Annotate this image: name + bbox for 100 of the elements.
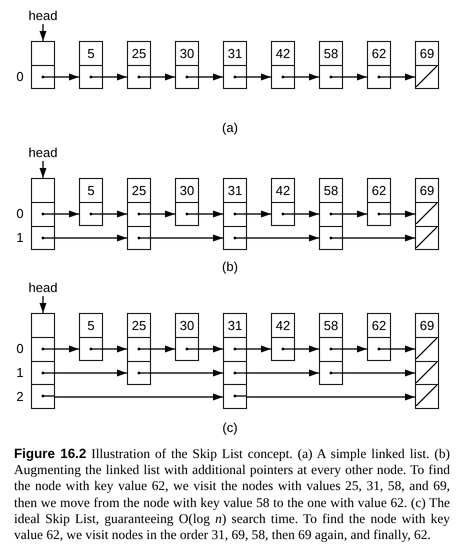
key-value: 62 — [372, 182, 386, 200]
level-number: 0 — [16, 69, 24, 85]
key-value: 69 — [420, 182, 434, 200]
level-number: 0 — [16, 341, 24, 357]
arrow — [343, 370, 415, 376]
arrow — [55, 234, 127, 242]
key-value: 5 — [87, 44, 95, 63]
skip-list-node — [367, 313, 391, 361]
skip-list-node — [127, 178, 151, 250]
level-number: 0 — [16, 206, 24, 222]
panel-label: (c) — [222, 420, 238, 436]
arrow — [103, 210, 127, 218]
key-value: 42 — [276, 44, 290, 63]
key-value: 25 — [132, 44, 146, 63]
arrow — [391, 210, 415, 218]
key-value: 62 — [372, 44, 386, 63]
skip-list-node — [79, 178, 103, 226]
key-value: 5 — [87, 182, 95, 200]
skip-list-node — [31, 41, 55, 89]
key-value: 62 — [372, 316, 386, 335]
skip-list-node — [79, 41, 103, 89]
skip-list-node — [175, 313, 199, 361]
skip-list-node — [31, 178, 55, 250]
pointer-name: head — [25, 8, 61, 24]
skip-list-node — [271, 41, 295, 89]
arrow — [199, 346, 223, 352]
arrow — [103, 74, 127, 80]
arrow — [343, 74, 367, 80]
skip-list-node — [223, 313, 247, 409]
arrow — [151, 234, 223, 242]
arrow — [343, 210, 367, 218]
panel-label: (b) — [222, 259, 238, 275]
arrow — [199, 210, 223, 218]
skip-list-node — [319, 313, 343, 385]
skip-list-node — [367, 41, 391, 89]
skip-list-node — [223, 178, 247, 250]
arrow — [55, 74, 79, 80]
figure-caption: Figure 16.2 Illustration of the Skip List concept. (a) A simple linked list. (b) Augmenting the linked list with additional pointers at every other node. To find the node with key value 62, we visit the nodes with values 25, 31, 58, and 69, then we move from the node with key value 58 to the one with value 62. (c) The ideal Skip List, guaranteeing O(log n) search time. To find the node with key value 62, we visit nodes in the order 31, 69, 58, then 69 again, and finally, 62. — [14, 446, 450, 544]
skip-list-node — [415, 178, 439, 250]
skip-list-node — [367, 178, 391, 226]
level-number: 1 — [16, 230, 24, 246]
skip-list-node — [319, 41, 343, 89]
arrow — [55, 346, 79, 352]
key-value: 5 — [87, 316, 95, 335]
key-value: 30 — [180, 182, 194, 200]
skip-list-node — [415, 41, 439, 89]
pointer-name: head — [25, 280, 61, 296]
skip-list-node — [127, 313, 151, 385]
arrow — [295, 346, 319, 352]
skip-list-node — [175, 178, 199, 226]
key-value: 31 — [228, 316, 242, 335]
arrow — [40, 161, 46, 178]
arrow — [343, 346, 367, 352]
key-value: 25 — [132, 316, 146, 335]
key-value: 58 — [324, 182, 338, 200]
arrow — [55, 370, 127, 376]
arrow — [199, 74, 223, 80]
key-value: 25 — [132, 182, 146, 200]
arrow — [247, 234, 319, 242]
arrow — [151, 370, 223, 376]
skip-list-node — [31, 313, 55, 409]
arrow — [391, 74, 415, 80]
arrow — [295, 74, 319, 80]
key-value: 58 — [324, 44, 338, 63]
arrow — [247, 210, 271, 218]
arrow — [151, 210, 175, 218]
arrow — [343, 234, 415, 242]
skip-list-node — [271, 178, 295, 226]
key-value: 31 — [228, 44, 242, 63]
arrow — [40, 24, 46, 41]
key-value: 30 — [180, 316, 194, 335]
arrow — [55, 210, 79, 218]
arrow — [103, 346, 127, 352]
arrow — [151, 346, 175, 352]
key-value: 58 — [324, 316, 338, 335]
arrow — [247, 74, 271, 80]
skip-list-node — [79, 313, 103, 361]
arrow — [247, 394, 415, 400]
skip-list-node — [319, 178, 343, 250]
arrow — [151, 74, 175, 80]
skip-list-node — [415, 313, 439, 409]
panel-label: (a) — [222, 120, 238, 136]
skip-list-node — [127, 41, 151, 89]
key-value: 69 — [420, 44, 434, 63]
level-number: 1 — [16, 365, 24, 381]
key-value: 42 — [276, 316, 290, 335]
key-value: 30 — [180, 44, 194, 63]
arrow — [247, 370, 319, 376]
key-value: 42 — [276, 182, 290, 200]
pointer-name: head — [25, 145, 61, 161]
key-value: 31 — [228, 182, 242, 200]
arrow — [55, 394, 223, 400]
level-number: 2 — [16, 389, 24, 405]
skip-list-node — [271, 313, 295, 361]
arrow — [247, 346, 271, 352]
key-value: 69 — [420, 316, 434, 335]
arrow — [391, 346, 415, 352]
arrow — [40, 296, 46, 313]
skip-list-node — [223, 41, 247, 89]
arrow — [295, 210, 319, 218]
